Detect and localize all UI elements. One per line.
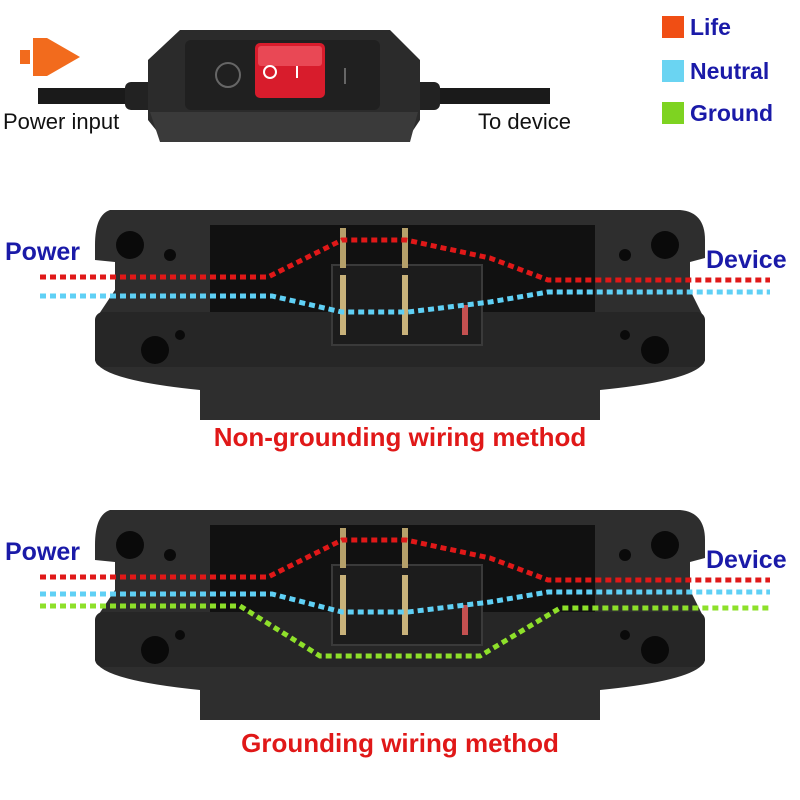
neutral-wire-2 [40, 589, 770, 615]
life-wire-1 [40, 237, 770, 283]
life-swatch-icon [662, 16, 684, 38]
life-wire-2 [40, 537, 770, 583]
ground-wire-2 [40, 603, 770, 659]
legend-item-neutral: Neutral [662, 58, 769, 84]
to-device-label: To device [478, 109, 571, 134]
ground-swatch-icon [662, 102, 684, 124]
power-input-label: Power input [3, 109, 120, 134]
legend-label-neutral: Neutral [690, 57, 770, 84]
power-label-2: Power [5, 538, 81, 566]
device-label-2: Device [706, 546, 787, 574]
device-label-1: Device [706, 246, 787, 274]
legend-item-ground: Ground [662, 100, 773, 126]
power-arrow-icon [20, 38, 80, 76]
off-symbol-icon [215, 62, 241, 88]
output-cable [420, 88, 550, 104]
neutral-swatch-icon [662, 60, 684, 82]
diagram-1-title: Non-grounding wiring method [213, 422, 587, 452]
housing-diagram-1 [95, 210, 705, 420]
legend-label-ground: Ground [690, 99, 774, 126]
input-cable [38, 88, 148, 104]
neutral-wire-1 [40, 289, 770, 315]
housing-diagram-2 [95, 510, 705, 720]
rocker-button [255, 43, 325, 98]
legend-label-life: Life [690, 13, 731, 40]
legend-item-life: Life [662, 14, 731, 40]
power-label-1: Power [5, 238, 81, 266]
diagram-2-title: Grounding wiring method [241, 728, 559, 758]
